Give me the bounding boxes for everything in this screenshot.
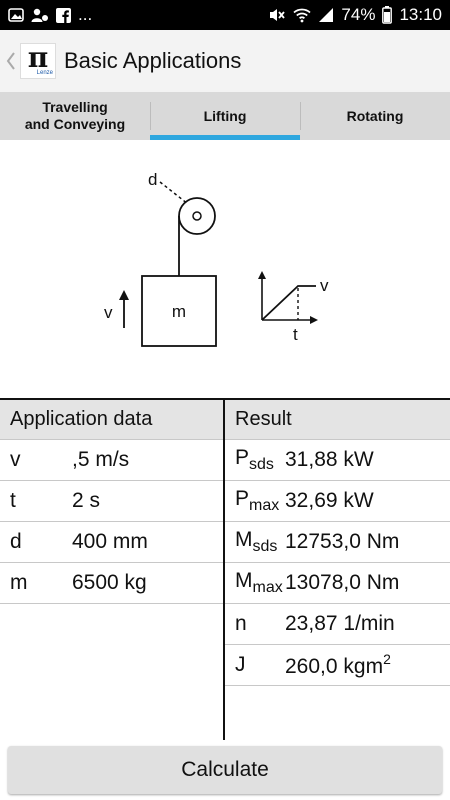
graph-v-label: v	[320, 276, 329, 295]
input-value[interactable]: ,5 m/s	[72, 448, 130, 471]
pi-logo-icon: π	[27, 41, 49, 74]
input-symbol: m	[10, 571, 28, 594]
tab-label: Rotating	[346, 107, 404, 124]
calculate-button[interactable]: Calculate	[8, 746, 442, 794]
facebook-icon	[56, 7, 71, 23]
battery-percent: 74%	[341, 5, 376, 24]
battery-icon	[382, 6, 393, 24]
result-value: 12753,0 Nm	[285, 530, 400, 553]
graph-velocity-curve	[261, 285, 316, 321]
result-value: 31,88 kW	[285, 448, 374, 471]
logo-brand-text: Lenze	[36, 70, 53, 76]
input-symbol: d	[10, 530, 22, 553]
result-symbol: Psds	[235, 446, 274, 473]
result-row-p-sds: Psds 31,88 kW	[225, 440, 450, 481]
result-value: 23,87 1/min	[285, 612, 395, 635]
app-logo[interactable]: π Lenze	[20, 43, 56, 79]
input-value[interactable]: 400 mm	[72, 530, 148, 553]
input-row-d[interactable]: d 400 mm	[0, 522, 223, 563]
diameter-leader-line	[159, 181, 189, 205]
result-symbol: J	[235, 653, 246, 676]
result-header: Result	[225, 400, 450, 440]
status-more-text: ...	[78, 5, 93, 24]
input-symbol: v	[10, 448, 21, 471]
signal-icon	[318, 7, 334, 23]
result-row-m-sds: Msds 12753,0 Nm	[225, 522, 450, 563]
input-row-m[interactable]: m 6500 kg	[0, 563, 223, 604]
result-row-p-max: Pmax 32,69 kW	[225, 481, 450, 522]
pulley-diameter-label: d	[148, 170, 157, 189]
image-notification-icon	[8, 7, 24, 23]
result-row-j: J 260,0 kgm2	[225, 645, 450, 686]
result-row-m-max: Mmax 13078,0 Nm	[225, 563, 450, 604]
tab-lifting[interactable]: Lifting	[150, 92, 300, 140]
input-value[interactable]: 6500 kg	[72, 571, 147, 594]
input-symbol: t	[10, 489, 16, 512]
result-value: 13078,0 Nm	[285, 571, 400, 594]
input-row-v[interactable]: v ,5 m/s	[0, 440, 223, 481]
data-panels: Application data v ,5 m/s t 2 s d 400 mm…	[0, 398, 450, 740]
status-bar: ... 74% 13:10	[0, 0, 450, 30]
result-panel: Result Psds 31,88 kW Pmax 32,69 kW Msds …	[225, 400, 450, 740]
result-symbol: n	[235, 612, 247, 635]
input-row-t[interactable]: t 2 s	[0, 481, 223, 522]
graph-x-arrow	[310, 316, 318, 324]
mass-box	[141, 275, 217, 347]
result-symbol: Msds	[235, 528, 278, 555]
lifting-diagram-svg: d m v v t	[104, 170, 329, 347]
app-title: Basic Applications	[64, 48, 242, 73]
wifi-icon	[293, 7, 312, 23]
velocity-arrow-head	[119, 290, 129, 300]
input-value[interactable]: 2 s	[72, 489, 101, 512]
mute-icon	[268, 7, 286, 23]
status-bar-right: 74% 13:10	[268, 5, 442, 25]
status-time: 13:10	[399, 5, 442, 24]
velocity-label: v	[104, 303, 113, 322]
result-value: 260,0 kgm2	[285, 651, 391, 678]
graph-t-label: t	[293, 325, 298, 344]
pulley-axle	[192, 211, 202, 221]
result-symbol: Mmax	[235, 569, 283, 596]
bottom-bar: Calculate	[0, 740, 450, 800]
account-notification-icon	[31, 7, 49, 23]
result-symbol: Pmax	[235, 487, 280, 514]
tab-rotating[interactable]: Rotating	[300, 92, 450, 140]
status-bar-left: ...	[8, 5, 92, 25]
application-data-panel: Application data v ,5 m/s t 2 s d 400 mm…	[0, 400, 225, 740]
back-chevron-icon[interactable]	[4, 46, 18, 76]
app-bar: π Lenze Basic Applications	[0, 30, 450, 92]
mass-label: m	[172, 302, 186, 321]
result-value: 32,69 kW	[285, 489, 374, 512]
result-row-n: n 23,87 1/min	[225, 604, 450, 645]
application-data-header: Application data	[0, 400, 223, 440]
graph-y-arrow	[258, 271, 266, 279]
tab-label: Lifting	[203, 107, 247, 124]
lifting-diagram: d m v v t	[0, 140, 450, 398]
